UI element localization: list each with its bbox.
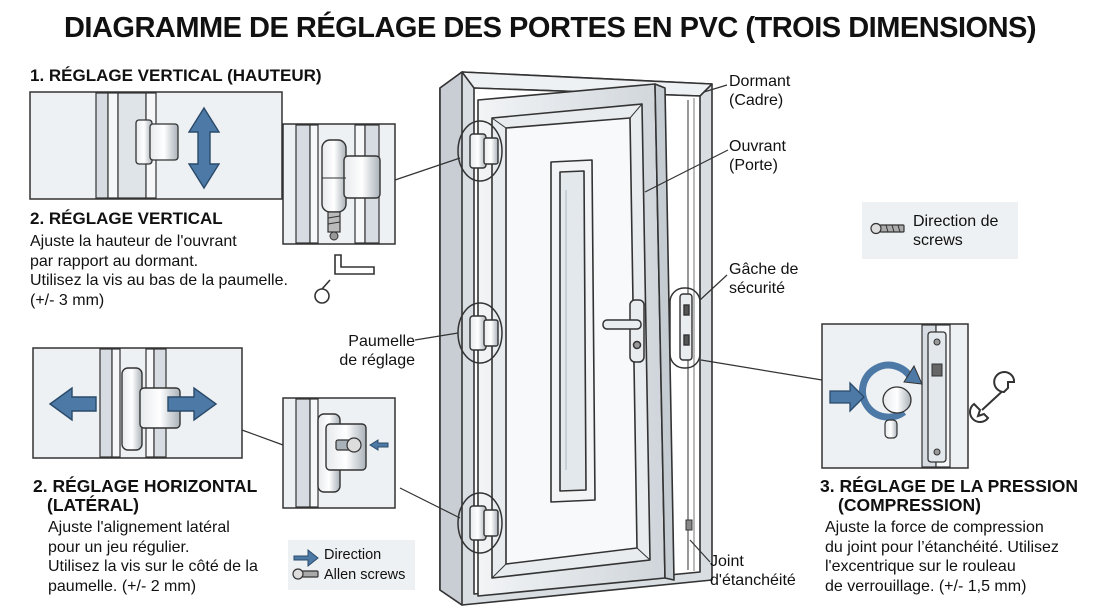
rotation-arrow-icon (859, 361, 923, 439)
panel-compression (821, 323, 969, 469)
label-dormant: Dormant (Cadre) (729, 72, 790, 110)
section4-description: Ajuste la force de compression du joint … (825, 518, 1095, 596)
section3-description: Ajuste l'alignement latéral pour un jeu … (48, 518, 288, 596)
door-handle-icon (602, 299, 645, 363)
section3-line: Utilisez la vis sur le côté de la (48, 558, 258, 575)
section4-line: Ajuste la force de compression (825, 519, 1044, 536)
section2-line: Utilisez la vis au bas de la paumelle. (30, 272, 288, 289)
label-gache: Gâche de sécurité (729, 260, 798, 298)
screw-icon (870, 222, 905, 235)
panel-horizontal-detail (282, 397, 396, 509)
legend-left (288, 540, 415, 590)
section1-heading: 1. RÉGLAGE VERTICAL (HAUTEUR) (30, 66, 322, 85)
legend-direction-label: Direction (324, 547, 382, 563)
legend-screws-label: Allen screws (324, 567, 406, 583)
section4-line: l'excentrique sur le rouleau (825, 558, 1016, 575)
label-line: Dormant (729, 73, 791, 90)
arrow-up-down-icon (187, 106, 221, 190)
label-joint: Joint d'étanchéité (710, 552, 796, 590)
door-leaf (477, 83, 675, 597)
section2-line: (+/- 3 mm) (30, 291, 105, 309)
section2-line: par rapport au dormant. (30, 252, 199, 270)
panel-horizontal (32, 347, 243, 459)
label-paumelle: Paumelle de réglage (334, 332, 415, 370)
label-line: Joint (710, 553, 744, 570)
label-line: (Porte) (729, 157, 778, 174)
section3-line: pour un jeu régulier. (48, 538, 190, 556)
allen-key-icon (314, 254, 375, 304)
label-line: Ouvrant (729, 138, 786, 155)
section3-line: Ajuste l'alignement latéral (48, 519, 230, 536)
section3-heading: 2. RÉGLAGE HORIZONTAL (LATÉRAL) (33, 477, 257, 515)
diagram-title: DIAGRAMME DE RÉGLAGE DES PORTES EN PVC (… (63, 12, 1037, 44)
screw-icon (292, 568, 319, 580)
legend-right-line: Direction de (913, 213, 999, 230)
panel-vertical-height (29, 91, 283, 200)
legend-right-text: Direction de screws (913, 212, 998, 250)
panel-vertical-detail (282, 123, 396, 245)
section4-heading: 3. RÉGLAGE DE LA PRESSION (COMPRESSION) (820, 477, 1078, 515)
legend-right-line: screws (913, 232, 963, 249)
section4-heading-line: (COMPRESSION) (838, 495, 981, 515)
section2-heading: 2. RÉGLAGE VERTICAL (30, 209, 223, 228)
section3-heading-line: (LATÉRAL) (47, 495, 140, 515)
label-line: (Cadre) (729, 92, 784, 109)
legend-right (862, 202, 1018, 259)
section3-line: paumelle. (+/- 2 mm) (48, 577, 197, 595)
label-line: sécurité (729, 280, 786, 297)
label-line: de réglage (339, 352, 415, 369)
section2-line: Ajuste la hauteur de l'ouvrant (30, 233, 237, 250)
arrow-right-icon (829, 381, 865, 413)
arrow-left-right-icon (48, 386, 218, 422)
section4-line: de verrouillage. (+/- 1,5 mm) (825, 577, 1027, 595)
wrench-icon (969, 371, 1015, 423)
label-line: d'étanchéité (710, 572, 796, 589)
section3-heading-line: 2. RÉGLAGE HORIZONTAL (33, 476, 258, 496)
section2-description: Ajuste la hauteur de l'ouvrant par rappo… (30, 232, 320, 310)
label-line: Paumelle (348, 333, 415, 350)
section4-line: du joint pour l’étanchéité. Utilisez (825, 538, 1059, 556)
hinge-icon (469, 133, 499, 541)
label-line: Gâche de (729, 261, 799, 278)
section4-heading-line: 3. RÉGLAGE DE LA PRESSION (820, 476, 1079, 496)
label-ouvrant: Ouvrant (Porte) (729, 137, 786, 175)
